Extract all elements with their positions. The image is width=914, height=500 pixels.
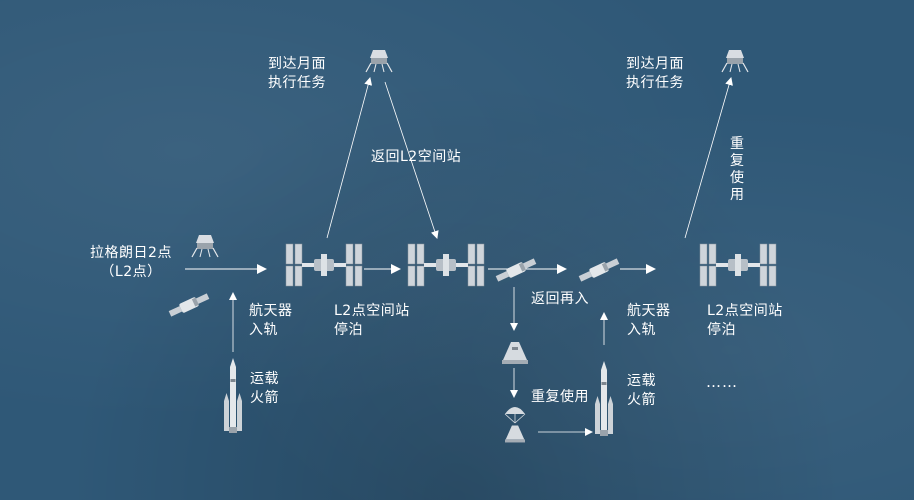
reuse-label: 重复使用: [531, 389, 589, 405]
lunar-lander-icon: [365, 50, 393, 73]
lunar-lander-icon: [191, 235, 219, 258]
capsule-icon: [502, 342, 528, 364]
arrive-moon-right-label: 到达月面 执行任务: [620, 55, 690, 93]
launch-rocket-left-line2: 火箭: [250, 390, 279, 406]
return-l2-station-label: 返回L2空间站: [371, 149, 462, 165]
lagrange-point-line1: 拉格朗日2点: [90, 245, 172, 261]
arrive-moon-right-line1: 到达月面: [626, 56, 684, 72]
spacecraft-orbit-left-line2: 入轨: [249, 322, 278, 338]
arrive-moon-left-line2: 执行任务: [268, 75, 326, 91]
spacecraft-orbit-left-label: 航天器 入轨: [249, 302, 293, 340]
spacecraft-orbit-right-line1: 航天器: [627, 303, 671, 319]
arrive-moon-right-line2: 执行任务: [626, 75, 684, 91]
reuse-vertical-char: 复: [730, 153, 744, 169]
arrow-return-to-station: [384, 81, 439, 239]
spacecraft-icon: [578, 258, 620, 282]
lagrange-point-line2: （L2点）: [100, 264, 162, 280]
reuse-vertical-char: 用: [730, 187, 744, 203]
lagrange-point-label: 拉格朗日2点 （L2点）: [82, 244, 180, 282]
lunar-lander-icon: [721, 50, 749, 73]
rocket-icon: [595, 361, 613, 436]
arrow-to-moon-right: [684, 77, 733, 239]
spacecraft-icon: [495, 258, 537, 282]
space-station-icon: [699, 243, 777, 287]
continuation-ellipsis: ……: [706, 373, 738, 391]
spacecraft-orbit-left-line1: 航天器: [249, 303, 293, 319]
l2-dock-left-line1: L2点空间站: [334, 303, 410, 319]
spacecraft-orbit-right-line2: 入轨: [627, 322, 656, 338]
spacecraft-icon: [168, 293, 210, 317]
reuse-vertical-label: 重 复 使 用: [729, 136, 745, 204]
space-station-icon: [407, 243, 485, 287]
launch-rocket-right-line2: 火箭: [627, 392, 656, 408]
launch-rocket-right-label: 运载 火箭: [627, 372, 656, 410]
launch-rocket-left-line1: 运载: [250, 371, 279, 387]
arrive-moon-left-label: 到达月面 执行任务: [262, 55, 332, 93]
launch-rocket-left-label: 运载 火箭: [250, 370, 279, 408]
return-reentry-label: 返回再入: [531, 291, 589, 307]
l2-dock-left-line2: 停泊: [334, 322, 363, 338]
l2-dock-left-label: L2点空间站 停泊: [334, 302, 410, 340]
capsule-icon: [505, 425, 525, 443]
launch-rocket-right-line1: 运载: [627, 373, 656, 389]
spacecraft-orbit-right-label: 航天器 入轨: [627, 302, 671, 340]
space-station-icon: [285, 243, 363, 287]
rocket-icon: [224, 358, 242, 433]
l2-dock-right-label: L2点空间站 停泊: [707, 302, 783, 340]
arrow-to-moon-left: [326, 77, 373, 239]
l2-dock-right-line1: L2点空间站: [707, 303, 783, 319]
parachute-icon: [504, 407, 526, 424]
l2-dock-right-line2: 停泊: [707, 322, 736, 338]
reuse-vertical-char: 使: [730, 170, 744, 186]
arrive-moon-left-line1: 到达月面: [268, 56, 326, 72]
reuse-vertical-char: 重: [730, 136, 744, 152]
